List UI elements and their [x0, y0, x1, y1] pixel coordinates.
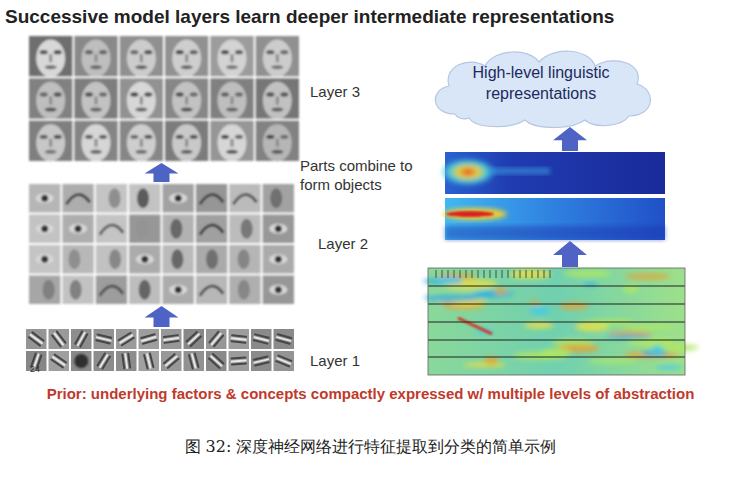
slide-title: Successive model layers learn deeper int… [5, 6, 614, 28]
part-grid [29, 184, 294, 304]
feature-panel: Layer 3 [28, 35, 300, 162]
block-arrow [553, 241, 587, 267]
cloud-shape: High-level linguistic representations [425, 46, 657, 128]
block-arrow [145, 306, 179, 327]
cloud-label: High-level linguistic representations [451, 63, 631, 105]
slide-number: 24 [30, 364, 40, 375]
spectrogram [423, 152, 698, 375]
layer-label: Layer 3 [310, 83, 360, 100]
block-arrow [145, 163, 179, 182]
face-grid [29, 36, 299, 161]
feature-panel: Layer 1 [25, 328, 295, 372]
layer-label: Layer 2 [318, 235, 368, 252]
note-text: Parts combine to form objects [300, 157, 428, 195]
prior-statement: Prior: underlying factors & concepts com… [0, 385, 741, 404]
feature-panel: Layer 2 [28, 183, 295, 305]
figure-caption: 图 32: 深度神经网络进行特征提取到分类的简单示例 [0, 437, 741, 458]
block-arrow [553, 127, 587, 151]
edge-filter-grid [26, 329, 294, 371]
layer-label: Layer 1 [310, 352, 360, 369]
